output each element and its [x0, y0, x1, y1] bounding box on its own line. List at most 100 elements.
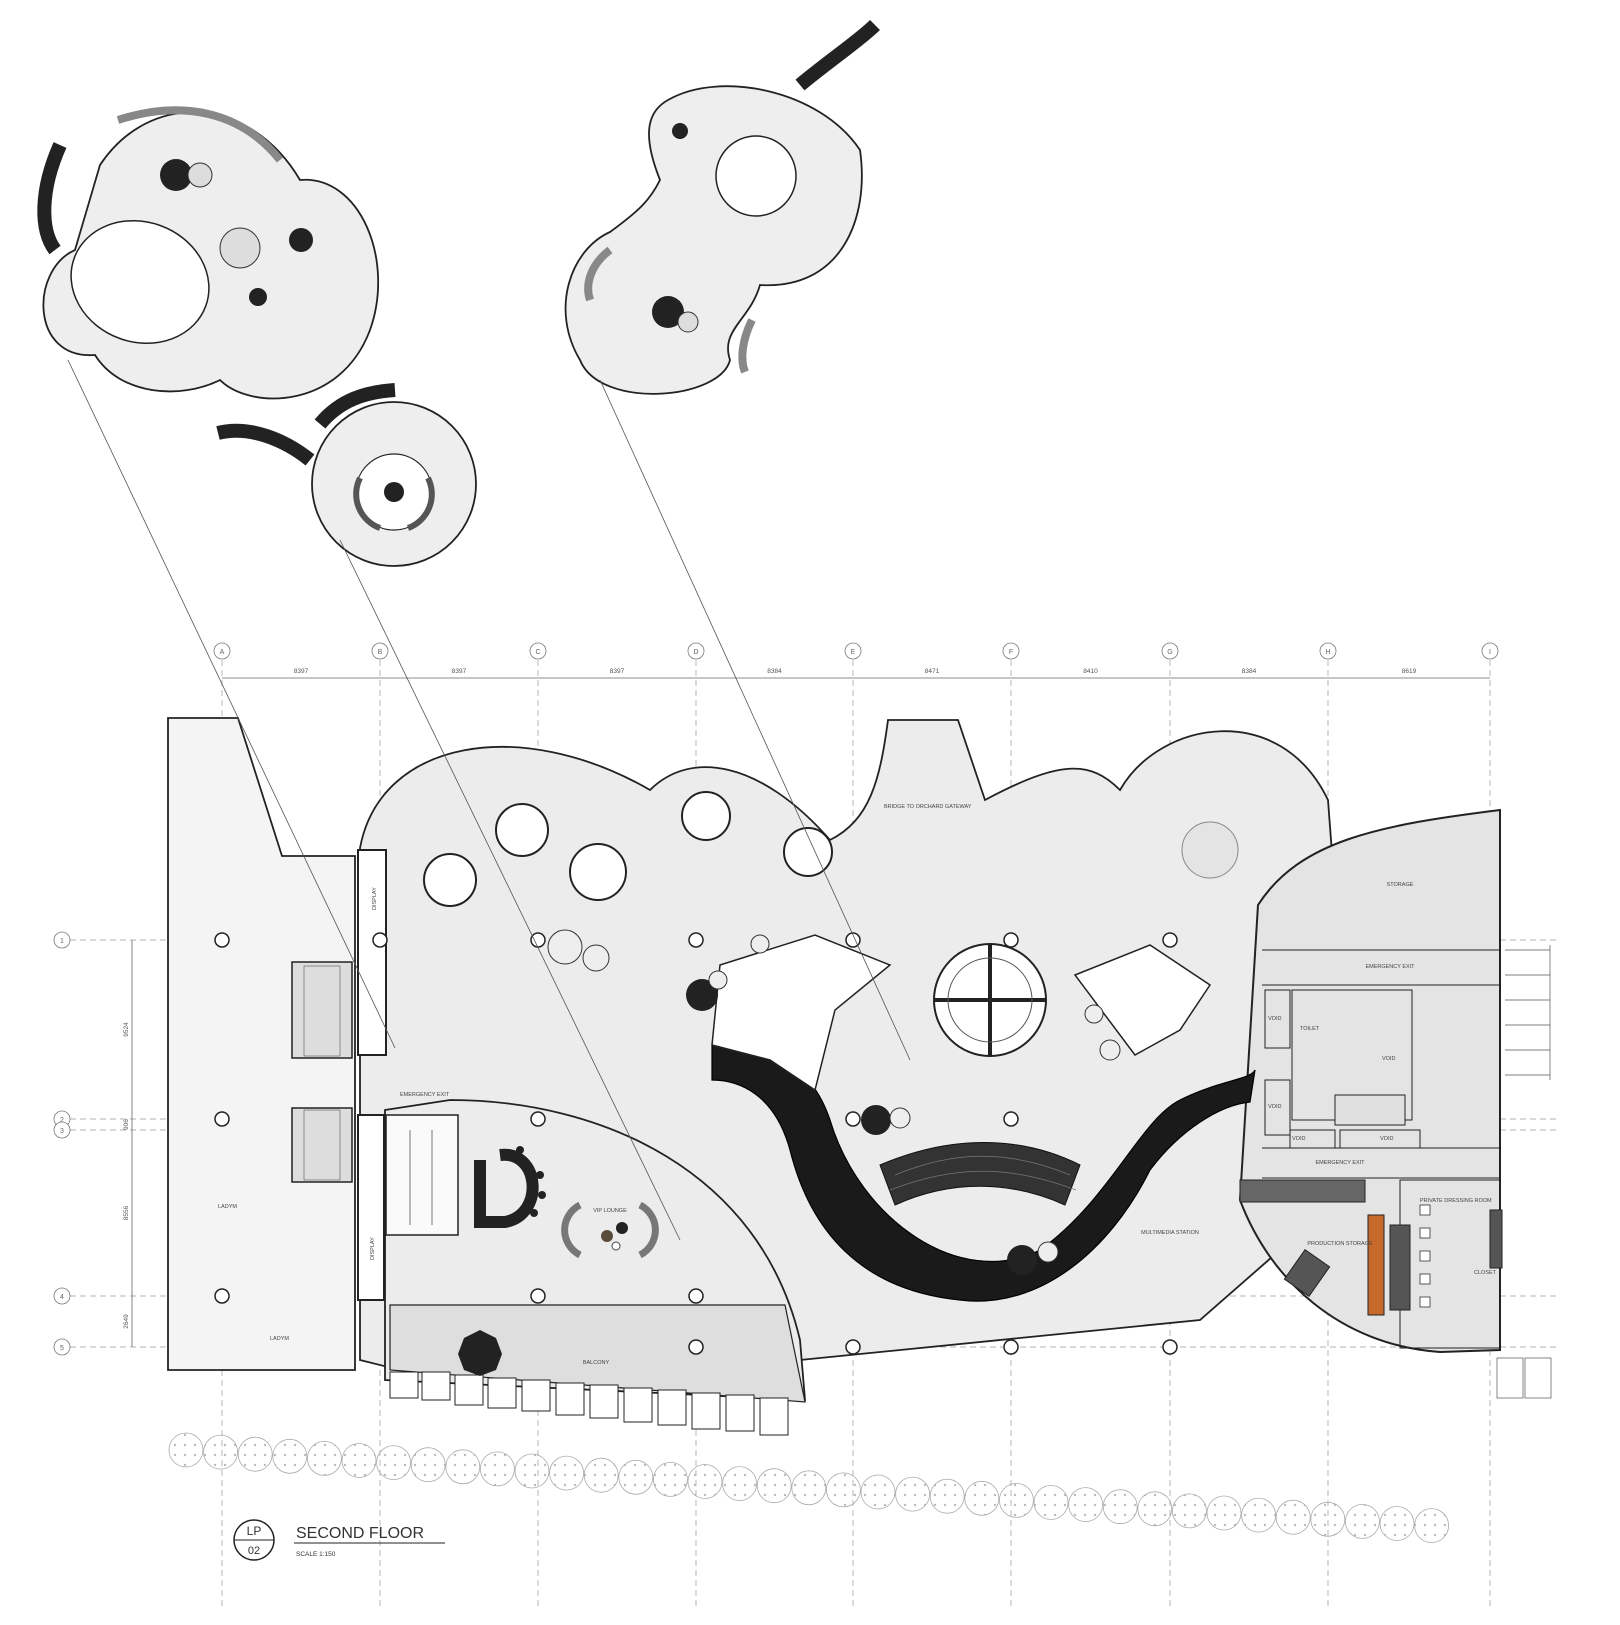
grid-row-label: 5: [60, 1345, 64, 1352]
grid-row-label: 1: [60, 938, 64, 945]
tree: [1414, 1508, 1449, 1543]
tree-row: [168, 1432, 1449, 1543]
escalator-lower: [291, 1107, 353, 1183]
grid-bubble-row: [53, 931, 71, 949]
label-vip-lounge: VIP LOUNGE: [593, 1208, 627, 1214]
row-dimension: 9524: [123, 1022, 130, 1037]
column: [688, 932, 704, 948]
grid-col-label: I: [1489, 649, 1491, 656]
tree: [618, 1459, 654, 1495]
column-dimension: 8410: [1083, 668, 1098, 675]
grid-bubble-col: [213, 642, 231, 660]
tree: [653, 1462, 688, 1497]
amphitheater-steps: [879, 1142, 1081, 1206]
label-production-storage: PRODUCTION STORAGE: [1307, 1241, 1373, 1247]
grid-bubble-col: [1481, 642, 1499, 660]
label-bridge: BRIDGE TO ORCHARD GATEWAY: [884, 804, 972, 810]
tree: [860, 1474, 896, 1510]
label-multimedia: MULTIMEDIA STATION: [1141, 1230, 1199, 1236]
tree: [479, 1451, 515, 1487]
grid-bubble-col: [687, 642, 705, 660]
grid-col-label: H: [1325, 649, 1330, 656]
column-dimension: 8384: [1242, 668, 1257, 675]
tree: [583, 1457, 619, 1493]
grid-row-label: 2: [60, 1117, 64, 1124]
tree: [1379, 1506, 1415, 1541]
label-display-upper: DISPLAY: [372, 887, 378, 910]
row-dimension: 8556: [123, 1205, 130, 1220]
tree: [999, 1483, 1034, 1518]
curved-black-walkway: [711, 1043, 1256, 1302]
tree: [341, 1443, 377, 1478]
column-dimension: 8397: [610, 668, 625, 675]
tree: [445, 1449, 481, 1485]
grid-bubble-col: [844, 642, 862, 660]
tree: [895, 1476, 930, 1512]
grid-col-label: A: [220, 649, 225, 656]
umbrella-icon: [458, 1330, 502, 1376]
label-ladym-lower: LADYM: [270, 1336, 289, 1342]
label-void-3: VOID: [1292, 1136, 1305, 1142]
column-dimension: 8397: [452, 668, 467, 675]
label-storage: STORAGE: [1387, 882, 1414, 888]
column-dimension: 8619: [1402, 668, 1417, 675]
label-toilet: TOILET: [1300, 1026, 1320, 1032]
kitchen-counter: [1239, 1179, 1366, 1203]
exploded-pod-right: [564, 19, 880, 395]
label-void-4: VOID: [1380, 1136, 1393, 1142]
tree: [306, 1441, 342, 1476]
tree: [376, 1445, 412, 1480]
grid-bubble-col: [1002, 642, 1020, 660]
label-ladym-upper: LADYM: [218, 1204, 237, 1210]
tree: [1241, 1497, 1276, 1533]
tree: [410, 1447, 446, 1483]
grid-bubble-row: [53, 1287, 71, 1305]
escalator-upper: [291, 961, 353, 1059]
tree: [1033, 1485, 1069, 1520]
badge-number: 02: [248, 1545, 260, 1557]
label-void-2: VOID: [1268, 1104, 1281, 1110]
tree: [964, 1480, 1000, 1516]
tree: [1068, 1487, 1103, 1522]
column: [372, 932, 388, 948]
bar-counter: [474, 1148, 539, 1228]
exploded-pod-middle: [216, 383, 477, 567]
central-round-pod: [933, 943, 1047, 1057]
tree: [549, 1455, 584, 1491]
grid-col-label: D: [693, 649, 698, 656]
column-dimension: 8471: [925, 668, 940, 675]
tree: [929, 1478, 965, 1514]
tree: [272, 1438, 308, 1474]
label-emergency-exit-mid: EMERGENCY EXIT: [1315, 1160, 1365, 1166]
grid-bubble-col: [1319, 642, 1337, 660]
row-dimension: 906: [123, 1119, 130, 1130]
column: [214, 932, 230, 948]
drawing-title: SECOND FLOOR: [296, 1525, 424, 1542]
room-labels: DISPLAY DISPLAY EMERGENCY EXIT BRIDGE TO…: [218, 804, 1497, 1366]
tree: [203, 1434, 239, 1470]
label-closet: CLOSET: [1474, 1270, 1497, 1276]
grid-row-label: 3: [60, 1128, 64, 1135]
row-dimension: 2649: [123, 1314, 130, 1329]
tree: [168, 1432, 204, 1468]
label-emergency-exit-left: EMERGENCY EXIT: [400, 1092, 450, 1098]
structural-columns: [214, 932, 1178, 1355]
column-dimension: 8384: [767, 668, 782, 675]
column: [1003, 1339, 1019, 1355]
column: [1162, 932, 1178, 948]
badge-code: LP: [247, 1524, 262, 1538]
tree: [722, 1466, 757, 1501]
column: [1003, 932, 1019, 948]
grid-col-label: C: [535, 649, 540, 656]
tree: [1102, 1489, 1138, 1525]
grid-bubble-row: [53, 1338, 71, 1356]
grid-bubble-col: [371, 642, 389, 660]
label-void-1: VOID: [1268, 1016, 1281, 1022]
drawing-scale: SCALE 1:150: [296, 1551, 336, 1558]
column: [688, 1288, 704, 1304]
tree: [1275, 1499, 1311, 1535]
label-balcony: BALCONY: [583, 1360, 610, 1366]
display-walls: [357, 849, 459, 1301]
